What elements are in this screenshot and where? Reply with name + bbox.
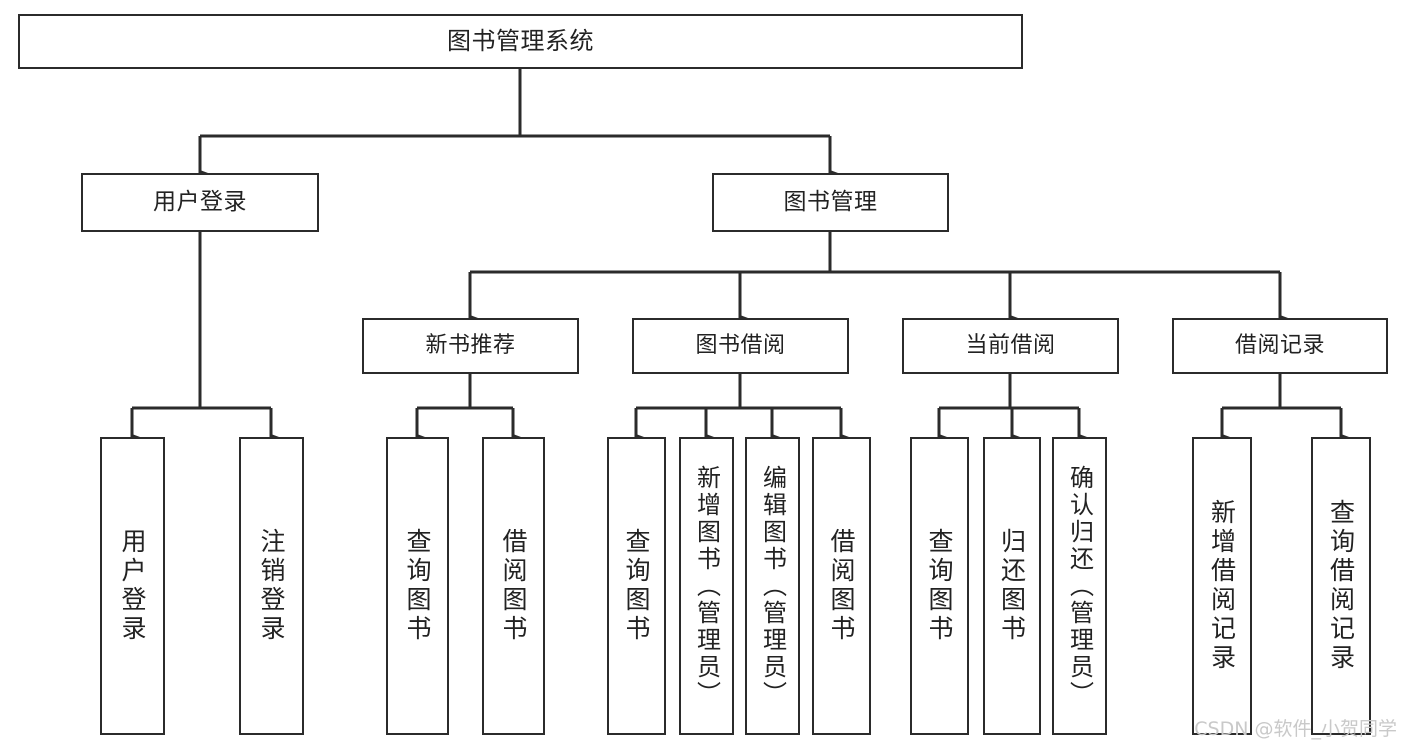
leaf-node-leaf-confirm-return[interactable]: 确认归还（管理员） bbox=[1052, 437, 1107, 735]
node-label: 图书管理 bbox=[783, 188, 878, 215]
leaf-node-leaf-query-book-3[interactable]: 查询图书 bbox=[910, 437, 969, 735]
node-user-login[interactable]: 用户登录 bbox=[81, 173, 319, 232]
leaf-node-leaf-user-login[interactable]: 用户登录 bbox=[100, 437, 165, 735]
node-label: 用户登录 bbox=[153, 188, 247, 215]
node-book-borrow[interactable]: 图书借阅 bbox=[632, 318, 849, 374]
node-borrow-record[interactable]: 借阅记录 bbox=[1172, 318, 1388, 374]
leaf-node-leaf-edit-book[interactable]: 编辑图书（管理员） bbox=[745, 437, 800, 735]
node-label: 注销登录 bbox=[257, 528, 286, 644]
leaf-node-leaf-borrow-book-1[interactable]: 借阅图书 bbox=[482, 437, 545, 735]
node-new-book-rec[interactable]: 新书推荐 bbox=[362, 318, 579, 374]
leaf-node-leaf-borrow-book-2[interactable]: 借阅图书 bbox=[812, 437, 871, 735]
node-label: 图书管理系统 bbox=[447, 27, 594, 56]
node-label: 查询图书 bbox=[622, 528, 651, 644]
node-current-borrow[interactable]: 当前借阅 bbox=[902, 318, 1119, 374]
node-label: 借阅图书 bbox=[499, 528, 528, 644]
node-label: 用户登录 bbox=[118, 528, 147, 644]
node-root[interactable]: 图书管理系统 bbox=[18, 14, 1023, 69]
leaf-node-leaf-query-record[interactable]: 查询借阅记录 bbox=[1311, 437, 1371, 735]
node-label: 确认归还（管理员） bbox=[1065, 464, 1094, 708]
node-label: 新书推荐 bbox=[425, 332, 516, 358]
leaf-node-leaf-query-book-1[interactable]: 查询图书 bbox=[386, 437, 449, 735]
node-book-manage[interactable]: 图书管理 bbox=[712, 173, 949, 232]
node-label: 查询图书 bbox=[403, 528, 432, 644]
node-label: 新增借阅记录 bbox=[1207, 499, 1237, 673]
node-label: 编辑图书（管理员） bbox=[758, 464, 787, 708]
leaf-node-leaf-return-book[interactable]: 归还图书 bbox=[983, 437, 1041, 735]
node-label: 借阅图书 bbox=[827, 528, 856, 644]
leaf-node-leaf-logout[interactable]: 注销登录 bbox=[239, 437, 304, 735]
node-label: 归还图书 bbox=[997, 528, 1027, 644]
node-label: 查询图书 bbox=[925, 528, 954, 644]
node-label: 查询借阅记录 bbox=[1326, 499, 1356, 673]
node-label: 新增图书（管理员） bbox=[692, 464, 721, 708]
node-label: 当前借阅 bbox=[965, 332, 1056, 358]
node-label: 图书借阅 bbox=[695, 332, 786, 358]
leaf-node-leaf-add-book[interactable]: 新增图书（管理员） bbox=[679, 437, 734, 735]
node-label: 借阅记录 bbox=[1234, 332, 1325, 358]
leaf-node-leaf-query-book-2[interactable]: 查询图书 bbox=[607, 437, 666, 735]
leaf-node-leaf-add-record[interactable]: 新增借阅记录 bbox=[1192, 437, 1252, 735]
